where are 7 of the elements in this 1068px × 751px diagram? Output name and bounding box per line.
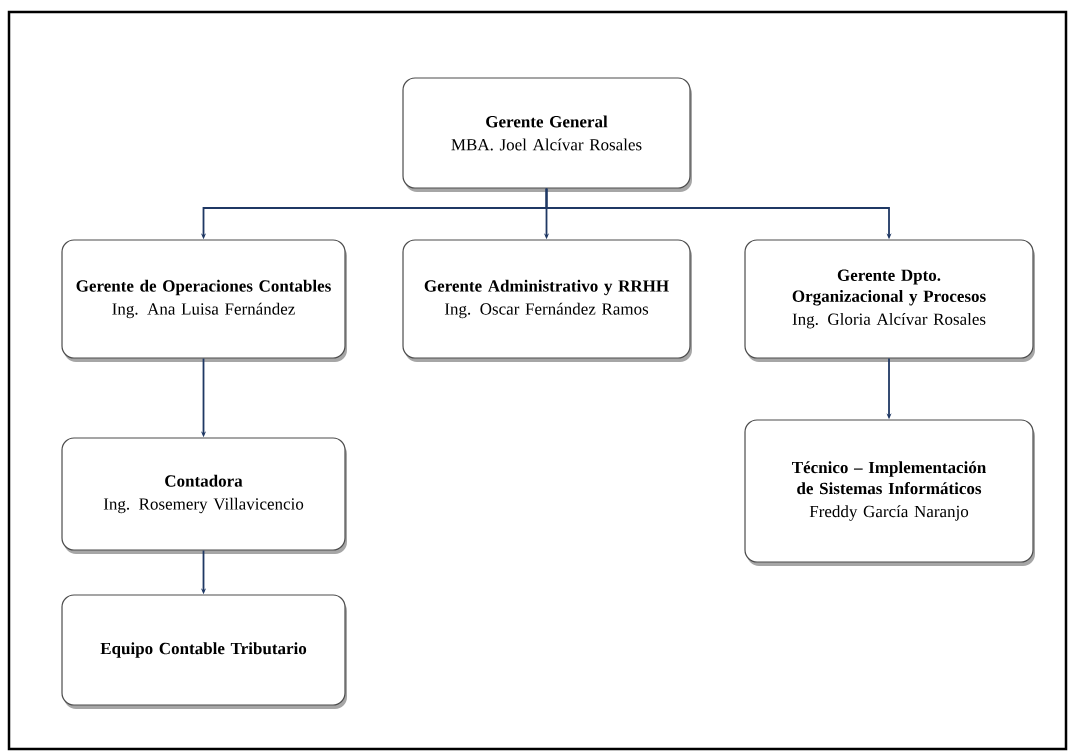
org-box: Contadora Ing. Rosemery Villavicencio (61, 437, 347, 554)
org-box: Gerente General MBA. Joel Alcívar Rosales (402, 77, 692, 192)
org-box: Gerente Administrativo y RRHH Ing. Oscar Fernández Ramos (402, 239, 692, 362)
org-box: Equipo Contable Tributario (61, 594, 347, 709)
org-box: Técnico – Implementación de Sistemas Informáticos Freddy García Naranjo (744, 419, 1035, 566)
org-box: Gerente Dpto. Organizacional y Procesos Ing. Gloria Alcívar Rosales (744, 239, 1035, 362)
org-box: Gerente de Operaciones Contables Ing. Ana Luisa Fernández (61, 239, 347, 362)
